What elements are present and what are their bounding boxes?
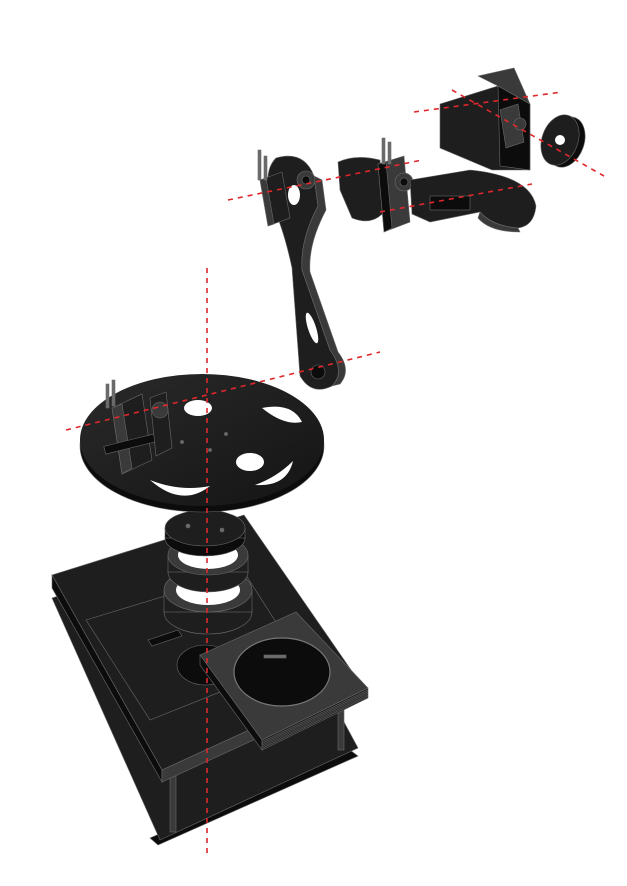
gripper-disc	[540, 114, 586, 168]
assembly-axes	[65, 89, 605, 858]
gripper-axis	[413, 91, 563, 113]
shoulder-axis	[65, 351, 381, 431]
base-side-block	[199, 611, 369, 751]
shoulder-servo	[103, 379, 173, 475]
block-layer-line	[261, 691, 369, 744]
coupling-disc	[164, 509, 246, 557]
forearm-link	[409, 169, 537, 233]
elbow-servo	[337, 137, 414, 233]
block-layer-line	[261, 689, 369, 743]
block-layer-line	[261, 694, 369, 748]
block-layer-line	[261, 692, 369, 746]
arm-joint-servo	[257, 149, 316, 227]
block-layer-line	[261, 696, 369, 749]
upper-elbow-axis	[227, 159, 423, 201]
gripper-housing	[439, 67, 531, 171]
